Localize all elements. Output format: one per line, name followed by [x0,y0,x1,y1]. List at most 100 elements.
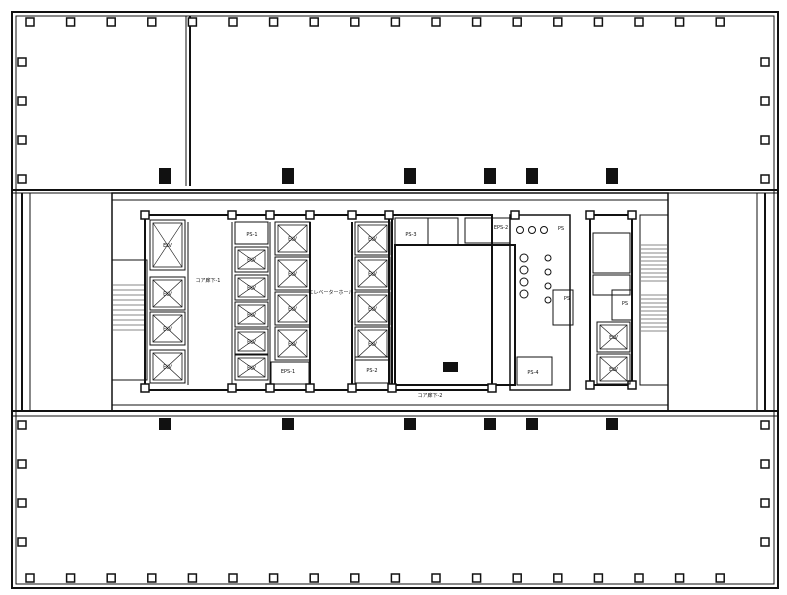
structural-column [140,383,150,393]
elevator-car-box [152,279,183,308]
core-block-right [589,214,633,386]
structural-column [634,17,644,27]
column-dark [282,418,294,430]
elevator-car: ELV [234,301,269,328]
structural-column [760,420,770,430]
elevator-shaft [234,301,269,328]
elevator-car-box [237,357,266,378]
label-ps-a: PS [558,226,564,232]
structural-column [17,96,27,106]
column-dark [484,418,496,430]
walls [11,11,779,589]
structural-column [593,573,604,583]
structural-column [350,17,360,27]
elevator-shaft [234,274,269,301]
structural-column [147,17,157,27]
elv-label: ELV [163,365,172,371]
column-dark [606,168,618,184]
shaft-cross [237,277,266,298]
shaft-cross [599,356,628,382]
structural-column [309,17,319,27]
structural-column [431,573,441,583]
structural-column [627,380,637,390]
toilet-fixture [519,265,529,275]
elevator-shaft [149,349,186,384]
elevator-car-box [599,324,628,350]
sink-fixture [516,226,524,234]
elevator-car-box [357,224,388,253]
structural-column [674,573,685,583]
structural-column [65,17,76,27]
elevator-car: ELV [274,326,311,361]
elevator-shaft [354,221,391,256]
elevator-shaft [354,256,391,291]
elevator-car: ELV [234,354,269,381]
structural-column [760,135,770,145]
column-dark [526,168,538,184]
structural-column [347,383,357,393]
label-ps2: PS-2 [366,368,377,374]
structural-column [510,210,520,220]
label-core-corridor-1: コア廊下-1 [196,277,221,284]
elevator-car: ELV [149,311,186,346]
shaft-cross [277,224,308,253]
structural-column [585,210,595,220]
shaft-cross [237,249,266,270]
elevator-car: ELV [234,246,269,273]
elevator-car: ELV [149,276,186,311]
structural-column [309,573,319,583]
core-block-mid [391,214,493,391]
elv-label: ELV [609,335,618,341]
elevator-car: ELV [354,256,391,291]
room [592,232,631,274]
structural-column [347,210,357,220]
toilet-fixture [544,296,552,304]
column-dark [484,168,496,184]
structural-column [227,383,237,393]
structural-column [593,17,604,27]
structural-column [431,17,441,27]
elevator-car-box [152,352,183,381]
elv-label: ELV [247,313,256,319]
structural-column [305,383,315,393]
shaft-cross [237,357,266,378]
structural-column [17,174,27,184]
label-ps3: PS-3 [405,232,416,238]
shaft-cross [277,294,308,323]
structural-column [17,135,27,145]
structural-column [760,57,770,67]
room-labels: コア廊下-1 コア廊下-2 エレベーターホール PS-1 PS-2 PS-3 P… [196,225,629,399]
structural-column [106,573,116,583]
label-ps-b: PS [564,296,570,302]
label-eps1: EPS-1 [281,369,295,375]
elevator-car: ELV [234,274,269,301]
shaft-cross [357,224,388,253]
structural-column [760,96,770,106]
structural-column [187,573,198,583]
elevator-car-box [277,224,308,253]
elv-label: ELV [288,342,297,348]
column-dark [159,418,171,430]
structural-column [627,210,637,220]
shaft-cross [357,259,388,288]
structural-column [553,573,563,583]
elevator-car-box [152,314,183,343]
stair-left [111,259,148,381]
structural-column [760,174,770,184]
structural-column [25,17,35,27]
elevator-shaft [149,311,186,346]
structural-column [387,383,397,393]
elv-label: ELV [288,307,297,313]
toilet-fixture [519,289,529,299]
shaft-cross [237,304,266,325]
elv-label: ELV [368,342,377,348]
elevator-shaft [234,328,269,355]
elv-label: ELV [288,272,297,278]
column-dark [282,168,294,184]
sink-fixture [528,226,536,234]
eps2-room [464,217,511,244]
toilet-fixture [544,282,552,290]
elevator-car: ELV [149,349,186,384]
structural-column [106,17,116,27]
elevator-car-box [277,294,308,323]
